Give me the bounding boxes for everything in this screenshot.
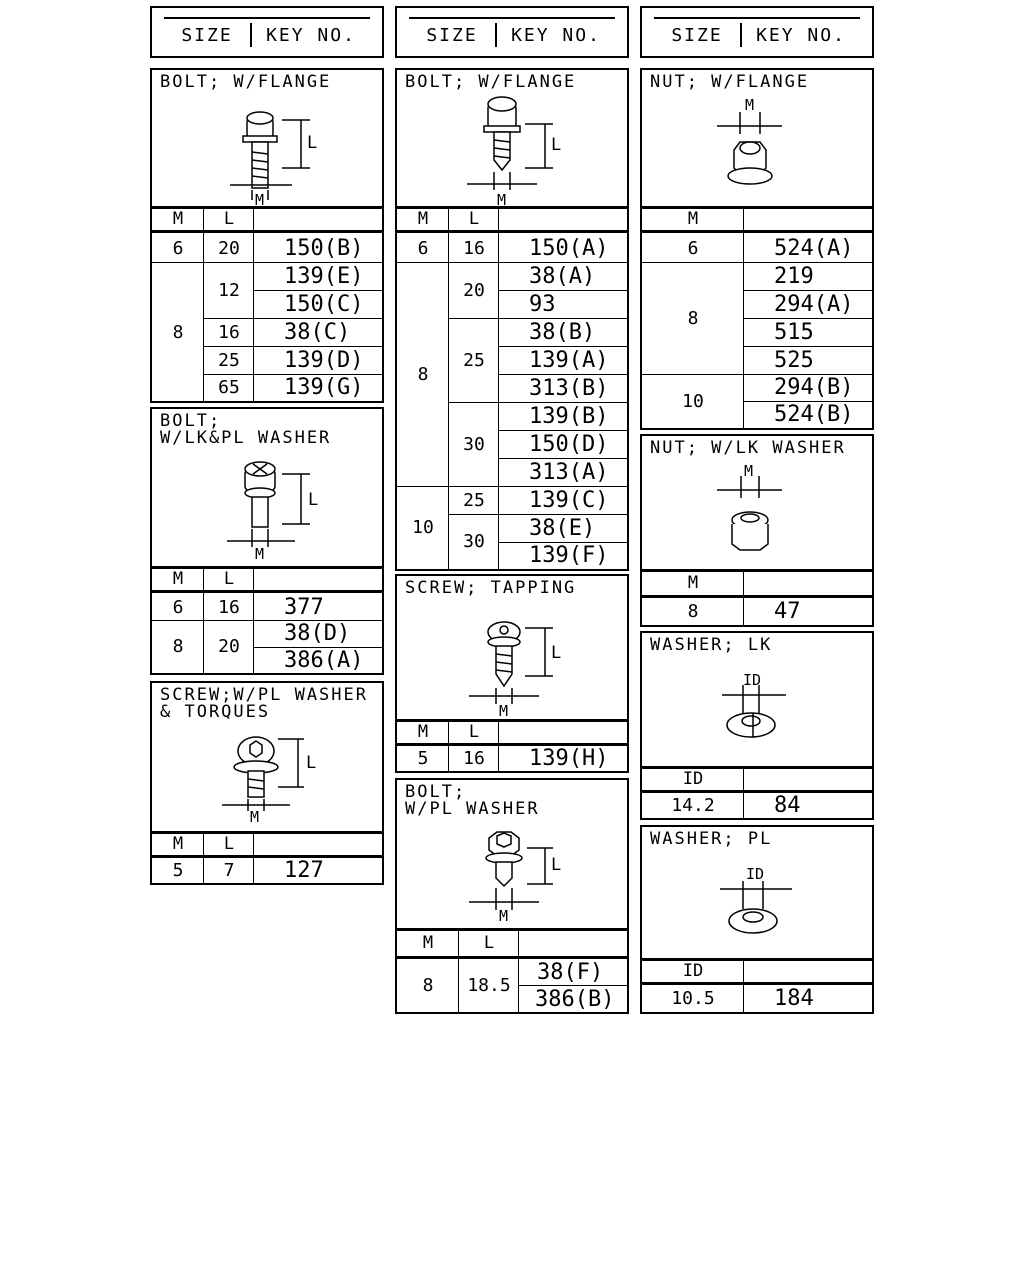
key-no[interactable]: 38(E) <box>529 515 596 541</box>
svg-text:ID: ID <box>746 865 764 883</box>
svg-text:M: M <box>499 702 508 720</box>
panel-title: SCREW;W/PL WASHER & TORQUES <box>160 685 368 722</box>
key-no[interactable]: 515 <box>774 319 814 345</box>
size-header: SIZE <box>409 23 497 47</box>
key-no[interactable]: 38(D) <box>284 620 351 646</box>
key-no[interactable]: 184 <box>774 986 814 1011</box>
size-header: SIZE <box>654 23 742 47</box>
svg-text:M: M <box>745 98 754 114</box>
svg-text:M: M <box>250 808 259 826</box>
panel-title: BOLT; W/LK&PL WASHER <box>160 411 332 448</box>
key-no[interactable]: 386(A) <box>284 647 364 673</box>
bolt-flange-icon: L M <box>230 111 317 208</box>
key-no[interactable]: 139(C) <box>529 487 609 513</box>
lock-washer-icon: ID <box>722 671 786 738</box>
key-no[interactable]: 93 <box>529 291 556 317</box>
panel-title: BOLT; W/FLANGE <box>405 72 577 92</box>
key-no[interactable]: 47 <box>774 599 801 624</box>
svg-text:M: M <box>255 191 264 208</box>
key-no[interactable]: 139(E) <box>284 263 364 289</box>
key-no[interactable]: 294(A) <box>774 291 854 317</box>
svg-text:M: M <box>497 191 506 208</box>
panel-screw-pl-washer: SCREW;W/PL WASHER & TORQUES L M M L 5 7 … <box>150 681 384 885</box>
panel-title: SCREW; TAPPING <box>405 578 577 598</box>
svg-text:L: L <box>306 753 316 773</box>
key-no[interactable]: 313(A) <box>529 459 609 485</box>
panel-title: BOLT; W/FLANGE <box>160 72 332 92</box>
svg-text:L: L <box>308 490 318 510</box>
screw-tapping-icon: L M <box>469 621 561 720</box>
bolt-flange-icon: L M <box>467 96 561 208</box>
svg-text:M: M <box>499 907 508 925</box>
svg-text:L: L <box>551 135 561 155</box>
key-no[interactable]: 377 <box>284 594 324 620</box>
size-header: SIZE <box>164 23 252 47</box>
panel-title: NUT; W/FLANGE <box>650 72 810 92</box>
key-header: KEY NO. <box>511 24 601 46</box>
key-header: KEY NO. <box>756 24 846 46</box>
svg-text:L: L <box>307 133 317 153</box>
key-no[interactable]: 150(B) <box>284 235 364 261</box>
header-col1: SIZE KEY NO. <box>150 6 384 58</box>
key-no[interactable]: 139(B) <box>529 403 609 429</box>
panel-bolt-pl-washer: BOLT; W/PL WASHER L M M L 8 18.5 38(F) 3… <box>395 778 629 1014</box>
key-no[interactable]: 525 <box>774 347 814 373</box>
panel-title: WASHER; PL <box>650 829 773 849</box>
key-no[interactable]: 127 <box>284 858 324 883</box>
nut-flange-icon: M <box>717 98 782 185</box>
key-no[interactable]: 524(B) <box>774 402 854 427</box>
panel-title: NUT; W/LK WASHER <box>650 438 846 458</box>
svg-text:L: L <box>551 855 561 875</box>
key-header: KEY NO. <box>266 24 356 46</box>
panel-bolt-lk-washer: BOLT; W/LK&PL WASHER L M M L 6 16 377 8 … <box>150 407 384 675</box>
key-no[interactable]: 139(D) <box>284 347 364 373</box>
screw-torx-icon: L M <box>222 736 316 826</box>
svg-text:M: M <box>744 464 753 480</box>
key-no[interactable]: 139(H) <box>529 746 609 771</box>
panel-bolt-flange-1: BOLT; W/FLANGE L M M L 6 20 150(B) 8 12 … <box>150 68 384 403</box>
nut-lk-washer-icon: M <box>717 464 782 551</box>
panel-nut-flange: NUT; W/FLANGE M M 6 524(A) 8 219 294(A) … <box>640 68 874 430</box>
bolt-pl-washer-icon: L M <box>469 831 561 925</box>
bolt-lk-washer-icon: L M <box>227 461 318 563</box>
key-no[interactable]: 139(F) <box>529 543 609 568</box>
key-no[interactable]: 38(B) <box>529 319 596 345</box>
key-no[interactable]: 139(G) <box>284 375 364 400</box>
panel-washer-lk: WASHER; LK ID ID 14.2 84 <box>640 631 874 820</box>
svg-text:M: M <box>255 545 264 563</box>
key-no[interactable]: 294(B) <box>774 375 854 400</box>
panel-washer-pl: WASHER; PL ID ID 10.5 184 <box>640 825 874 1014</box>
svg-text:ID: ID <box>743 671 761 689</box>
key-no[interactable]: 150(A) <box>529 235 609 261</box>
header-col3: SIZE KEY NO. <box>640 6 874 58</box>
panel-screw-tapping: SCREW; TAPPING L M M L 5 16 139(H) <box>395 574 629 773</box>
key-no[interactable]: 386(B) <box>535 986 615 1012</box>
key-no[interactable]: 524(A) <box>774 235 854 261</box>
key-no[interactable]: 38(F) <box>537 959 604 985</box>
panel-nut-lk-washer: NUT; W/LK WASHER M M 8 47 <box>640 434 874 627</box>
panel-title: BOLT; W/PL WASHER <box>405 782 540 819</box>
key-no[interactable]: 219 <box>774 263 814 289</box>
plain-washer-icon: ID <box>720 865 792 934</box>
key-no[interactable]: 313(B) <box>529 375 609 401</box>
key-no[interactable]: 84 <box>774 793 801 818</box>
key-no[interactable]: 38(A) <box>529 263 596 289</box>
panel-bolt-flange-2: BOLT; W/FLANGE L M M L 6 16 150(A) 8 20 … <box>395 68 629 571</box>
svg-text:L: L <box>551 643 561 663</box>
header-col2: SIZE KEY NO. <box>395 6 629 58</box>
key-no[interactable]: 150(D) <box>529 431 609 457</box>
panel-title: WASHER; LK <box>650 635 773 655</box>
key-no[interactable]: 150(C) <box>284 291 364 317</box>
key-no[interactable]: 38(C) <box>284 319 351 345</box>
key-no[interactable]: 139(A) <box>529 347 609 373</box>
